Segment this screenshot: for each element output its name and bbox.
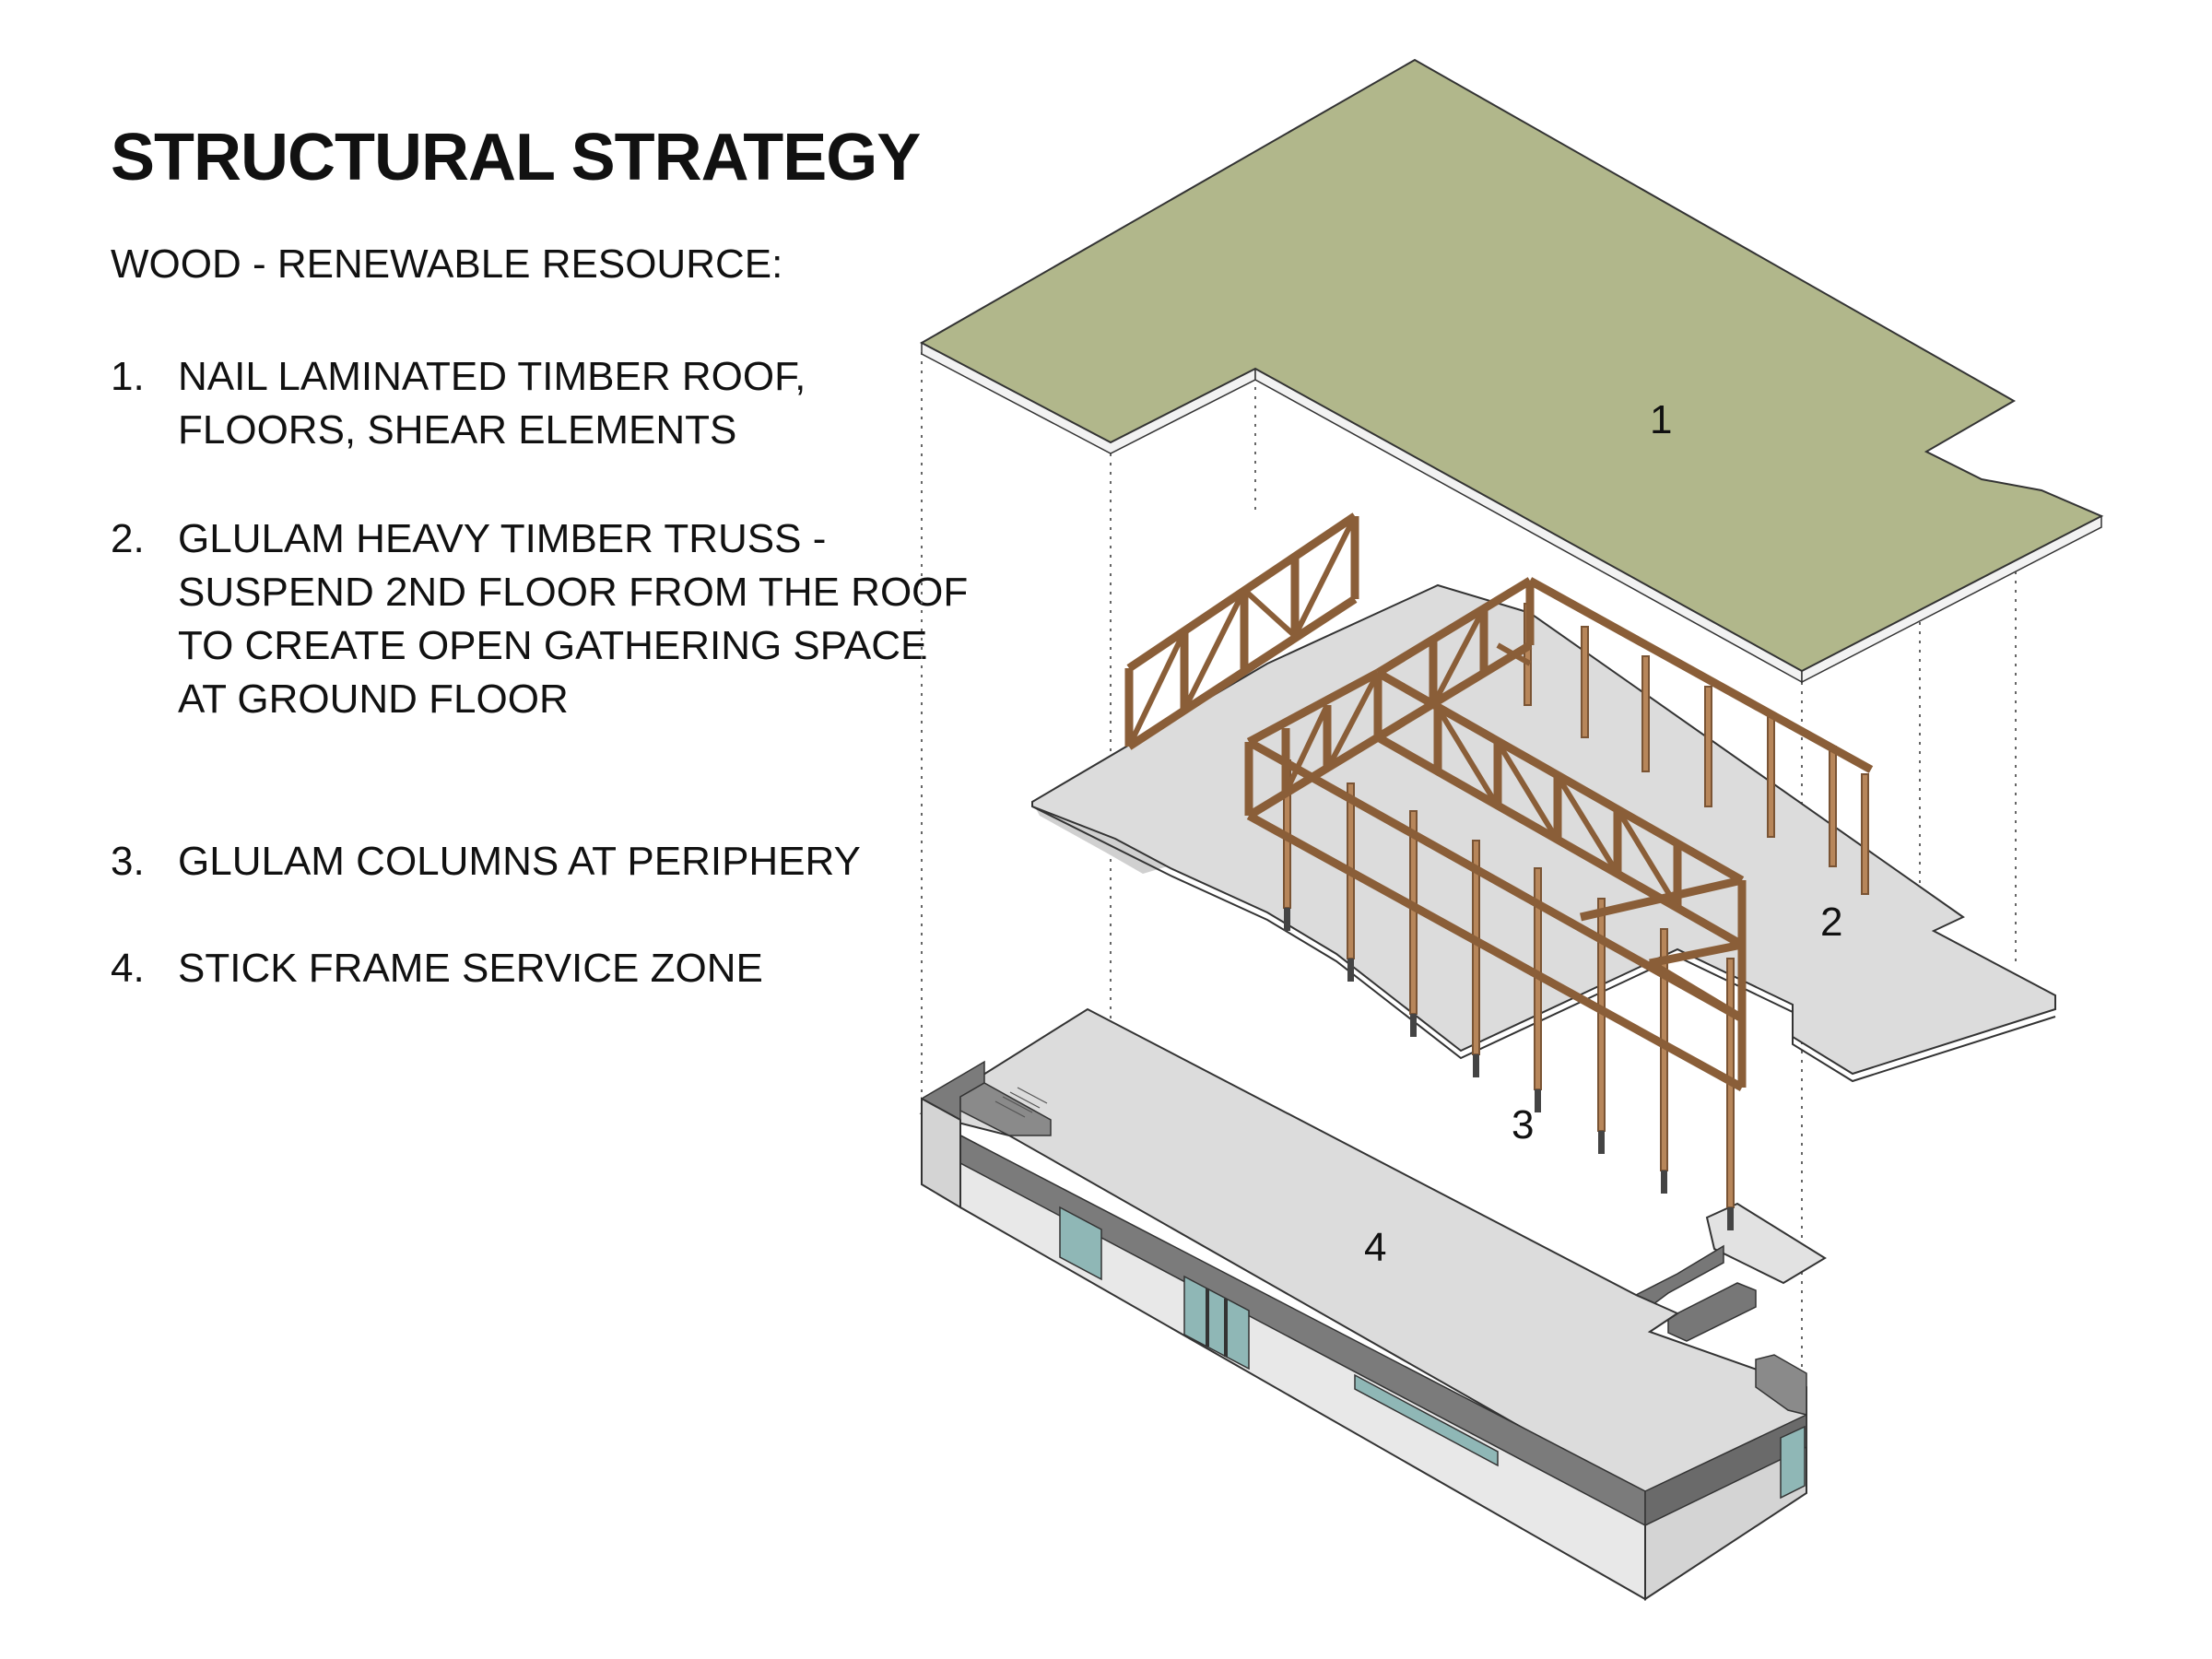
ribbon-window [1354,1373,1499,1467]
list-item-number: 1. [111,354,145,399]
roof-plate [919,58,2104,673]
end-parapet [1644,1413,1807,1527]
list-item-number: 4. [111,946,145,991]
service-label: 4 [1364,1225,1386,1270]
list-item-number: 2. [111,516,145,561]
list-item-text: STICK FRAME SERVICE ZONE [178,946,763,991]
list-item-text: GLULAM COLUMNS AT PERIPHERY [178,839,861,884]
end-window [1780,1425,1806,1500]
roof-label: 1 [1650,397,1672,442]
roof-slab [919,58,2104,684]
list-item-1: 1. NAIL LAMINATED TIMBER ROOF, FLOORS, S… [111,350,915,457]
subtitle: WOOD - RENEWABLE RESOURCE: [111,241,783,287]
glulam-trusses [1124,512,1874,1091]
page-title: STRUCTURAL STRATEGY [111,121,921,194]
side-wing-slab [1705,1202,1827,1285]
list-item-number: 3. [111,839,145,884]
service-zone-block [919,1007,1827,1601]
columns-label: 3 [1512,1102,1534,1147]
list-item-4: 4. STICK FRAME SERVICE ZONE [111,942,971,995]
service-roof [919,1007,1807,1500]
list-item-3: 3. GLULAM COLUMNS AT PERIPHERY [111,835,971,888]
floor-label: 2 [1820,900,1842,945]
window [1059,1206,1102,1281]
list-item-text: GLULAM HEAVY TIMBER TRUSS - SUSPEND 2ND … [178,516,969,722]
left-end-wall [921,1097,961,1209]
end-parapet-cap [1755,1354,1807,1416]
side-wing-wall [1667,1282,1757,1342]
left-parapet-return [959,1082,1052,1136]
list-item-2: 2. GLULAM HEAVY TIMBER TRUSS - SUSPEND 2… [111,512,971,726]
list-item-text: NAIL LAMINATED TIMBER ROOF, FLOORS, SHEA… [178,354,806,453]
